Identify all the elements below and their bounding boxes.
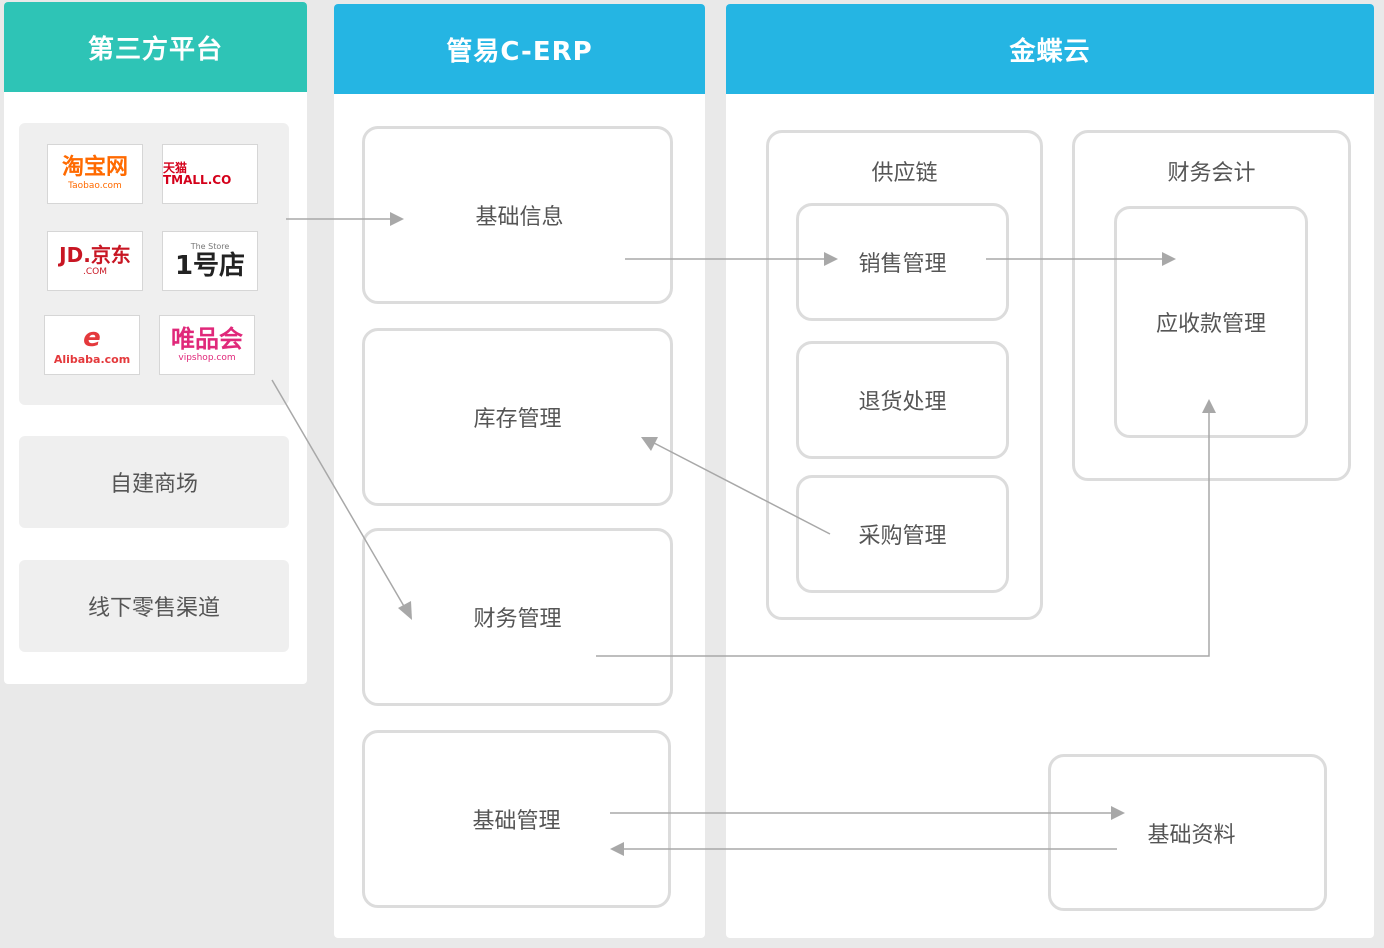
alibaba-logo: e Alibaba.com: [44, 315, 140, 375]
returns-processing-box: 退货处理: [796, 341, 1009, 459]
erp-header: 管易C-ERP: [334, 4, 705, 94]
offline-retail-box: 线下零售渠道: [19, 560, 289, 652]
third-party-header: 第三方平台: [4, 2, 307, 92]
erp-finance-label: 财务管理: [473, 607, 562, 632]
erp-basic-info-box: 基础信息: [362, 126, 673, 304]
returns-processing-label: 退货处理: [858, 390, 947, 415]
erp-basic-management-box: 基础管理: [362, 730, 671, 908]
tmall-logo: 天猫 TMALL.CO: [162, 144, 258, 204]
yhd-logo: The Store 1号店: [162, 231, 258, 291]
sales-management-label: 销售管理: [858, 252, 947, 277]
financial-accounting-title: 财务会计: [1167, 161, 1256, 186]
alibaba-mark-icon: e: [83, 323, 101, 353]
receivables-management-box: 应收款管理: [1114, 206, 1308, 438]
receivables-management-label: 应收款管理: [1155, 312, 1266, 337]
erp-inventory-box: 库存管理: [362, 328, 673, 506]
erp-inventory-label: 库存管理: [473, 407, 562, 432]
vipshop-logo: 唯品会 vipshop.com: [159, 315, 255, 375]
erp-basic-info-label: 基础信息: [475, 205, 564, 230]
kingdee-title: 金蝶云: [1009, 36, 1091, 67]
supply-chain-title: 供应链: [871, 161, 938, 186]
platform-logos-group: 淘宝网 Taobao.com 天猫 TMALL.CO JD.京东 .COM Th…: [19, 123, 289, 405]
self-mall-label: 自建商场: [109, 472, 198, 497]
taobao-logo: 淘宝网 Taobao.com: [47, 144, 143, 204]
basic-data-label: 基础资料: [1147, 822, 1236, 848]
erp-finance-box: 财务管理: [362, 528, 673, 706]
third-party-title: 第三方平台: [87, 34, 223, 65]
third-party-panel: 第三方平台 淘宝网 Taobao.com 天猫 TMALL.CO JD.京东 .…: [4, 2, 307, 684]
basic-data-box: 基础资料: [1048, 754, 1327, 911]
purchase-management-label: 采购管理: [858, 524, 947, 549]
erp-basic-management-label: 基础管理: [472, 809, 561, 834]
offline-retail-label: 线下零售渠道: [87, 596, 220, 621]
self-mall-box: 自建商场: [19, 436, 289, 528]
sales-management-box: 销售管理: [796, 203, 1009, 321]
kingdee-header: 金蝶云: [726, 4, 1374, 94]
jd-logo: JD.京东 .COM: [47, 231, 143, 291]
erp-title: 管易C-ERP: [446, 36, 593, 67]
purchase-management-box: 采购管理: [796, 475, 1009, 593]
